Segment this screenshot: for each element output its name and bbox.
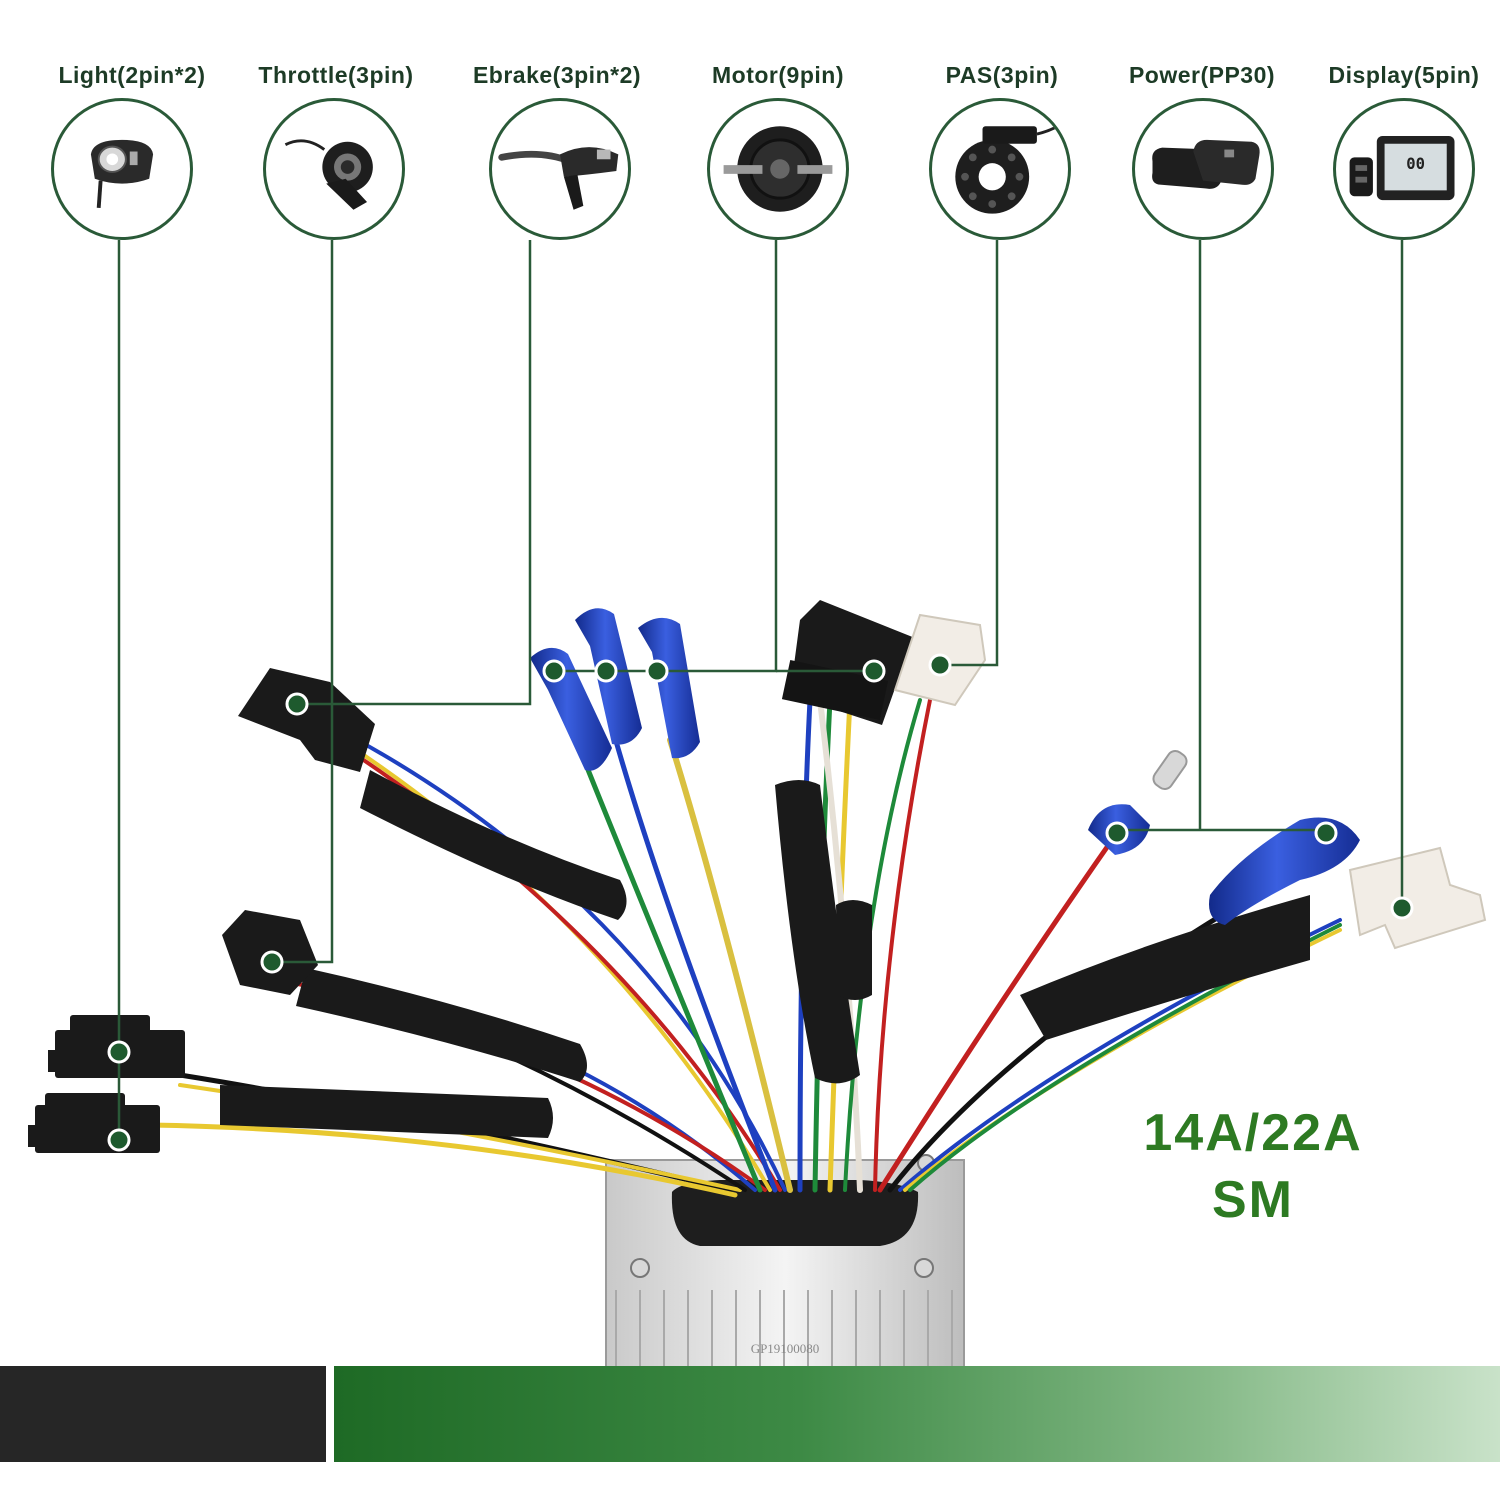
circle-motor — [707, 98, 849, 240]
bottom-bar-green — [334, 1366, 1500, 1462]
heat-shrink-sleeves — [220, 770, 1310, 1138]
circle-light — [51, 98, 193, 240]
bottom-bar-dark — [0, 1366, 326, 1462]
throttle-connectors — [222, 668, 375, 995]
display-connector — [1348, 846, 1487, 950]
motor-connector — [781, 600, 920, 725]
spec-current: 14A/22A — [1143, 1104, 1363, 1162]
lcd-display-icon: 00 — [1349, 135, 1455, 201]
battery-pack-icon — [1152, 139, 1260, 189]
circle-display: 00 — [1333, 98, 1475, 240]
hub-motor-icon — [723, 126, 833, 212]
light-connectors — [28, 1015, 185, 1153]
controller-serial: GP19100080 — [751, 1341, 820, 1356]
label-pas: PAS(3pin) — [945, 62, 1059, 88]
callout-dots — [107, 653, 1414, 1152]
controller-body — [605, 1154, 965, 1376]
label-ebrake: Ebrake(3pin*2) — [472, 62, 642, 88]
label-throttle: Throttle(3pin) — [258, 62, 414, 88]
brake-lever-icon — [498, 147, 619, 210]
label-light: Light(2pin*2) — [58, 62, 206, 88]
thumb-throttle-icon — [284, 139, 373, 210]
label-power: Power(PP30) — [1128, 62, 1276, 88]
label-motor: Motor(9pin) — [712, 62, 844, 88]
spec-connector-type: SM — [1212, 1171, 1294, 1229]
label-display: Display(5pin) — [1328, 62, 1480, 88]
headlight-icon — [90, 139, 154, 208]
display-digits: 00 — [1406, 155, 1425, 173]
circle-ebrake — [489, 98, 631, 240]
circle-pas — [929, 98, 1071, 240]
pas-sensor-icon — [955, 121, 1065, 214]
circle-throttle — [263, 98, 405, 240]
circle-power — [1132, 98, 1274, 240]
callout-lines — [117, 240, 1404, 1140]
